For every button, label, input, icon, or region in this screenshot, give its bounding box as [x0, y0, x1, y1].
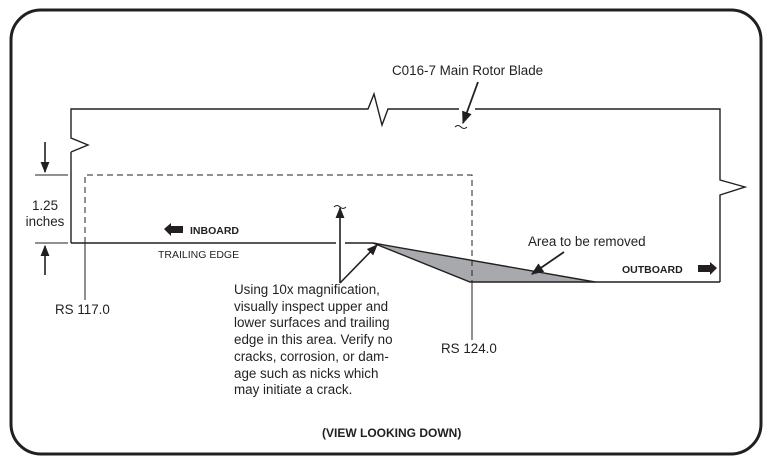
- inspection-leader-diagonal: [339, 244, 378, 284]
- removal-leader-arrow-icon: [530, 251, 565, 275]
- cut-line-lower: [372, 242, 720, 283]
- station-label-left: RS 117.0: [55, 302, 110, 317]
- note-line: visually inspect upper and: [234, 298, 389, 314]
- break-tilde-icon-2: [333, 205, 347, 209]
- note-line: age such as nicks which: [234, 365, 379, 381]
- outboard-arrow-icon: [698, 262, 717, 275]
- outer-frame: [9, 8, 763, 456]
- note-line: Using 10x magnification,: [234, 282, 380, 297]
- station-label-right: RS 124.0: [441, 341, 497, 356]
- cut-line-upper: [372, 242, 596, 283]
- title-leader-arrow-icon: [462, 81, 479, 125]
- note-line: may initiate a crack.: [234, 382, 353, 398]
- note-line: lower surfaces and trailing: [234, 315, 390, 331]
- view-caption: (VIEW LOOKING DOWN): [322, 426, 461, 440]
- dim-value: 1.25: [32, 198, 58, 213]
- break-tilde-icon: [454, 125, 468, 129]
- inboard-arrow-icon: [164, 223, 183, 236]
- inboard-label: INBOARD: [190, 225, 239, 237]
- trailing-edge-label: TRAILING EDGE: [158, 249, 239, 261]
- note-line: cracks, corrosion, or dam-: [234, 348, 389, 364]
- outboard-label: OUTBOARD: [622, 264, 683, 276]
- inspection-zone-dashed: [84, 174, 473, 282]
- blade-title: C016-7 Main Rotor Blade: [392, 63, 543, 78]
- dim-unit: inches: [26, 214, 65, 229]
- note-line: edge in this area. Verify no: [234, 332, 393, 348]
- blade-top-edge: [70, 91, 748, 282]
- removal-label: Area to be removed: [528, 234, 646, 249]
- inspection-note: Using 10x magnification, visually inspec…: [234, 282, 434, 399]
